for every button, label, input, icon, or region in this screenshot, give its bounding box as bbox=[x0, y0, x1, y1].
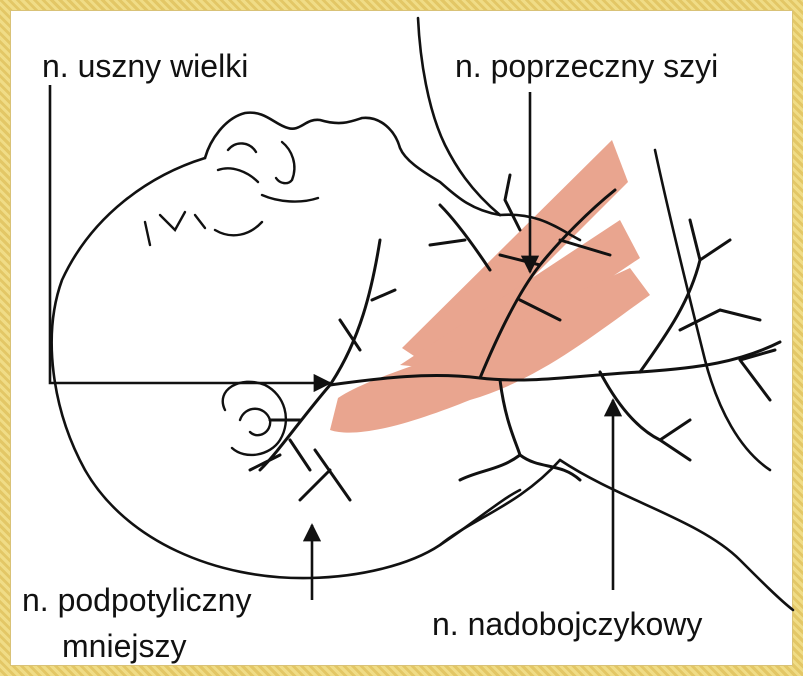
shoulder-line bbox=[560, 460, 793, 610]
jaw-mark bbox=[145, 212, 205, 245]
trapezius-line bbox=[655, 150, 770, 470]
ear-inner bbox=[240, 409, 270, 435]
head-outline bbox=[52, 18, 793, 610]
label-lesser-occipital-nerve-line2: mniejszy bbox=[62, 628, 186, 664]
label-lesser-occipital-nerve-line1: n. podpotyliczny bbox=[22, 582, 251, 618]
label-great-auricular-nerve: n. uszny wielki bbox=[42, 48, 248, 84]
brow bbox=[218, 168, 258, 182]
nose bbox=[276, 142, 294, 183]
face-features bbox=[145, 142, 318, 455]
label-transverse-cervical-nerve: n. poprzeczny szyi bbox=[455, 48, 718, 84]
cheek bbox=[215, 222, 262, 235]
eye bbox=[228, 143, 256, 152]
muscle-bands bbox=[330, 140, 650, 433]
mouth bbox=[262, 195, 318, 202]
lesser-occipital-branch bbox=[250, 385, 350, 500]
ear-outer bbox=[223, 382, 286, 455]
great-auricular-branch bbox=[330, 240, 395, 385]
label-supraclavicular-nerve: n. nadobojczykowy bbox=[432, 606, 702, 642]
